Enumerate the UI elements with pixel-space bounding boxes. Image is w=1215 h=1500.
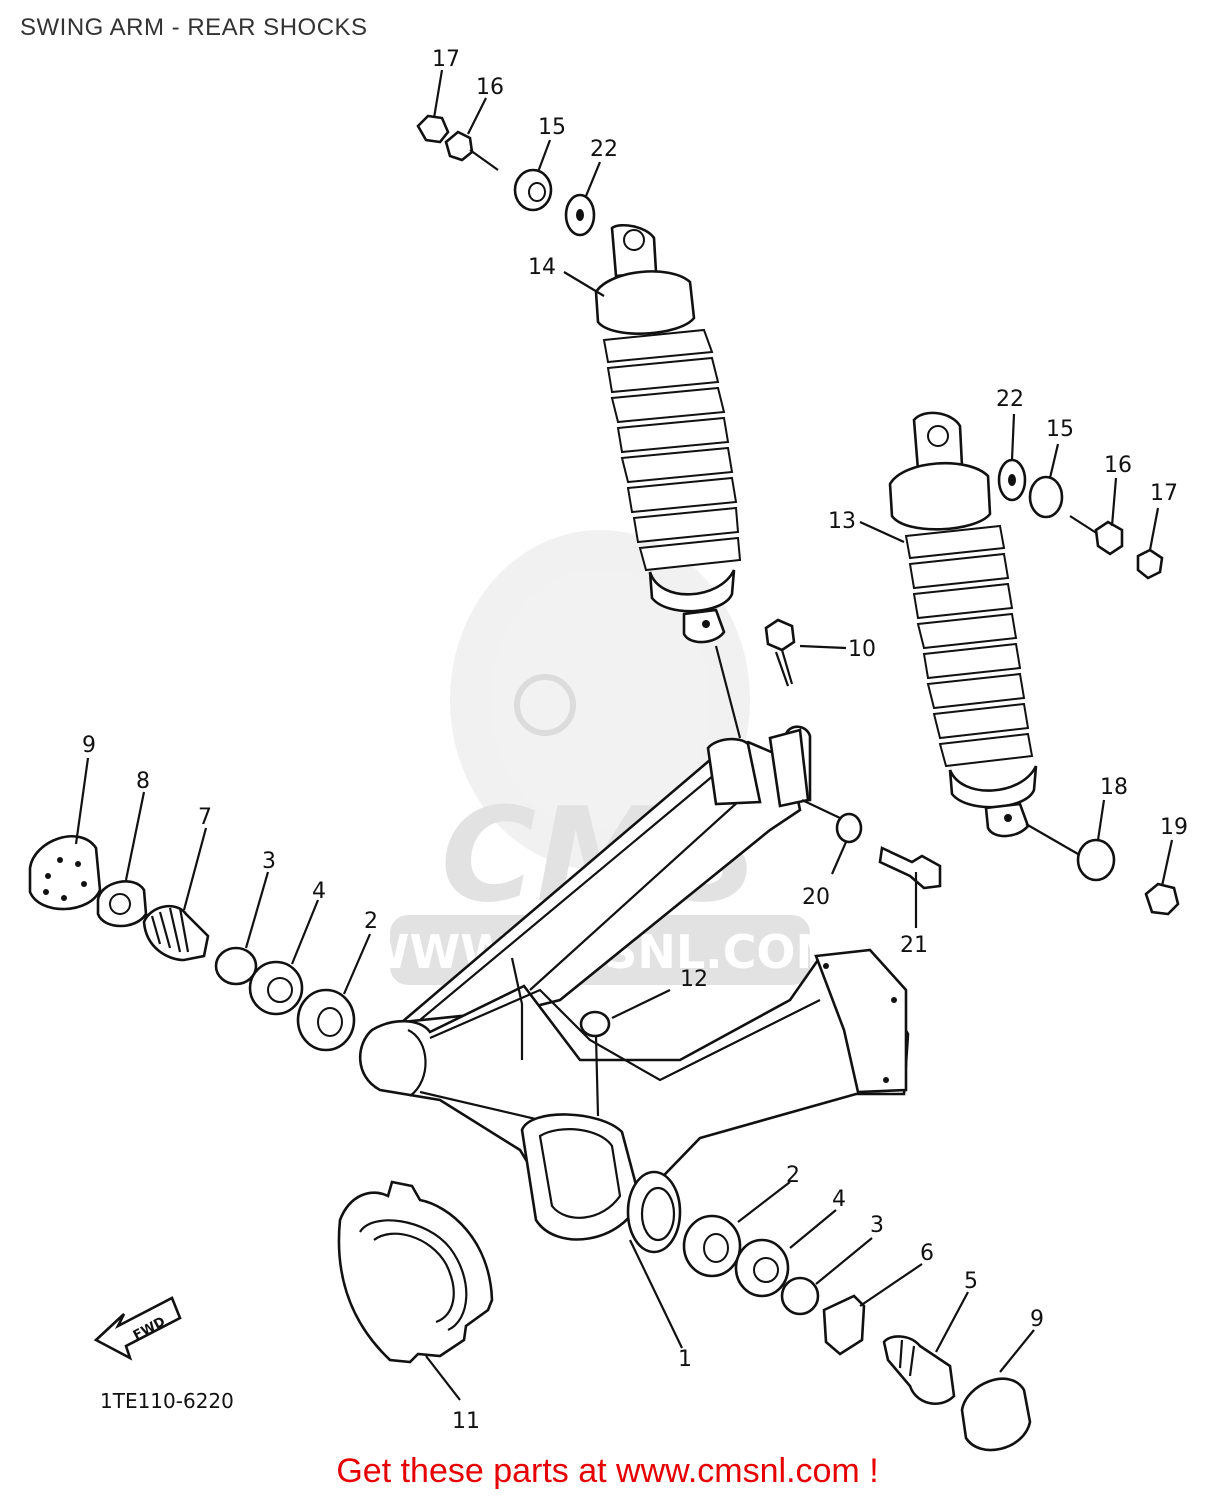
callout-14: 14	[528, 255, 556, 280]
callout-6: 6	[920, 1241, 934, 1266]
shock-14-top-hardware	[416, 114, 596, 237]
right-pivot-hardware	[682, 1214, 1032, 1452]
drawing-code: 1TE110-6220	[100, 1389, 234, 1413]
bolt-16b	[1094, 520, 1124, 556]
bolt-16a-thread	[469, 149, 499, 171]
callout-17b: 17	[1150, 481, 1178, 506]
nut-19	[1144, 882, 1180, 916]
callout-20: 20	[802, 885, 830, 910]
swing-arm-1	[358, 728, 910, 1254]
callout-17a: 17	[432, 47, 460, 72]
shock-spring-13	[904, 524, 1034, 768]
callout-15b: 15	[1046, 417, 1074, 442]
forward-direction-arrow: FWD	[93, 1296, 182, 1361]
callout-11: 11	[452, 1409, 480, 1434]
bolt-21	[878, 846, 942, 890]
bolt-16a	[444, 130, 474, 162]
callout-3a: 3	[262, 849, 276, 874]
callout-labels: 17 16 15 22 14 22 15 16 17 13 10 18 19 2…	[82, 47, 1188, 1434]
callout-10: 10	[848, 637, 876, 662]
pivot-shaft-5	[882, 1335, 956, 1406]
callout-2a: 2	[364, 909, 378, 934]
washer-18	[1076, 838, 1116, 882]
collar-3a	[214, 946, 258, 986]
chain-guard-11	[337, 1180, 494, 1364]
callout-3b: 3	[870, 1213, 884, 1238]
bolt-16b-thread	[1069, 515, 1099, 535]
callout-13: 13	[828, 509, 856, 534]
rear-shock-absorber-13	[888, 411, 1038, 838]
callout-19: 19	[1160, 815, 1188, 840]
grease-fitting-12	[579, 1010, 611, 1038]
bushing-15b	[1028, 475, 1064, 519]
shock-13-top-hardware	[997, 458, 1164, 580]
callout-9a: 9	[82, 733, 96, 758]
callout-1: 1	[678, 1347, 692, 1372]
callout-22b: 22	[996, 387, 1024, 412]
callout-16b: 16	[1104, 453, 1132, 478]
callout-2b: 2	[786, 1163, 800, 1188]
callout-9b: 9	[1030, 1307, 1044, 1332]
washer-20	[835, 812, 863, 844]
shock-spring-14	[602, 328, 742, 572]
callout-12: 12	[680, 967, 708, 992]
callout-5: 5	[964, 1269, 978, 1294]
bolt-10	[764, 618, 796, 652]
callout-4a: 4	[312, 879, 326, 904]
callout-21: 21	[900, 933, 928, 958]
leader-lines	[74, 69, 1174, 1401]
callout-18: 18	[1100, 775, 1128, 800]
callout-22a: 22	[590, 137, 618, 162]
lock-plate-6	[822, 1294, 866, 1356]
page-title: SWING ARM - REAR SHOCKS	[20, 14, 368, 41]
callout-7: 7	[198, 805, 212, 830]
nut-17a	[416, 114, 450, 144]
callout-4b: 4	[832, 1187, 846, 1212]
nut-17b	[1136, 548, 1164, 580]
get-parts-link[interactable]: Get these parts at www.cmsnl.com !	[336, 1452, 879, 1490]
callout-16a: 16	[476, 75, 504, 100]
callout-15a: 15	[538, 115, 566, 140]
rear-shock-absorber-14	[594, 224, 742, 644]
left-pivot-hardware	[28, 835, 356, 1052]
callout-8: 8	[136, 769, 150, 794]
cover-9b	[960, 1377, 1032, 1452]
collar-3b	[780, 1276, 820, 1316]
